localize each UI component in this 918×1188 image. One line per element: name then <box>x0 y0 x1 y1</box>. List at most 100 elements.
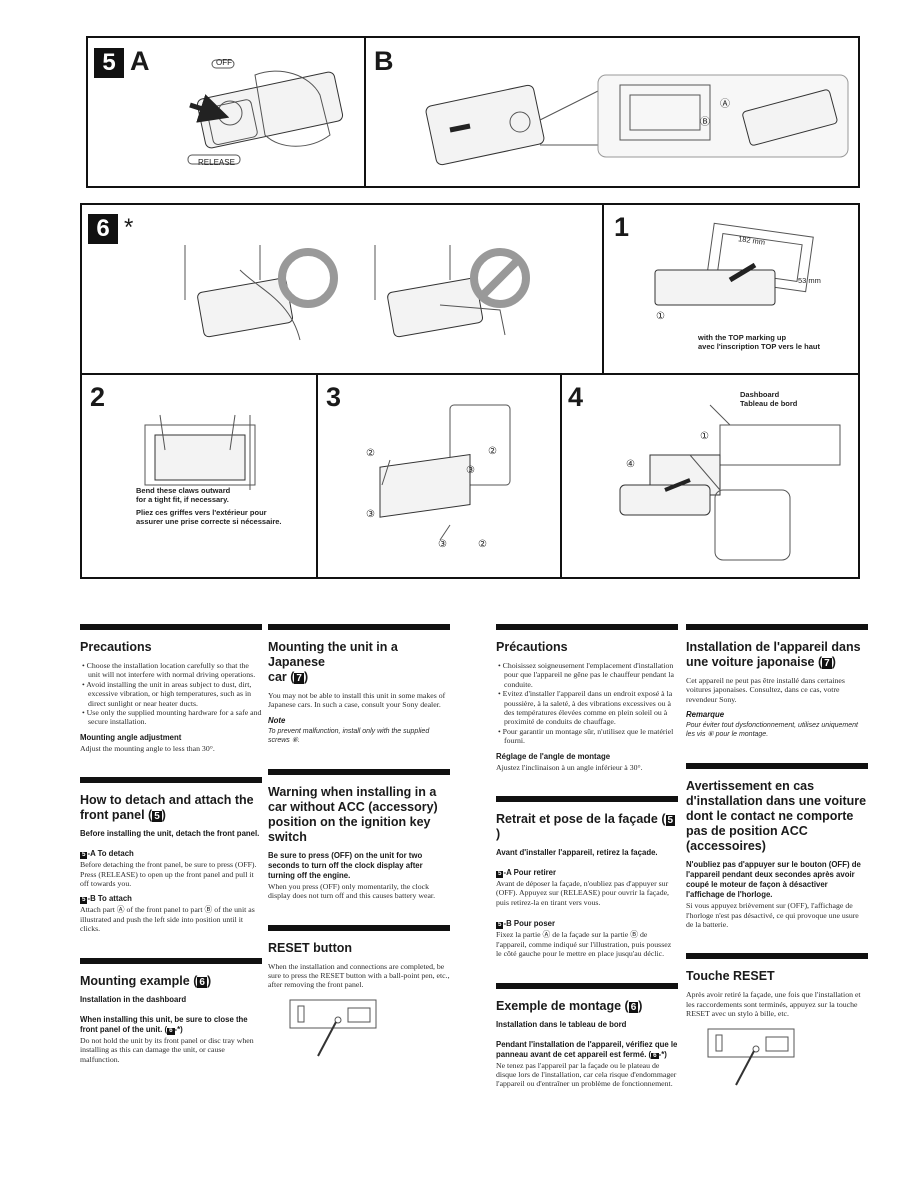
figure-6-vdivider-top <box>602 203 604 373</box>
mount-warning: When installing this unit, be sure to cl… <box>80 1014 248 1035</box>
step-3-marker-2b: ② <box>488 446 497 457</box>
step-3-marker-2c: ② <box>478 539 487 550</box>
step-2-label: 2 <box>90 382 106 412</box>
off-label-a: OFF <box>216 58 232 67</box>
claws-en-2: for a tight fit, if necessary. <box>136 495 229 504</box>
step-4-illustration <box>619 404 841 561</box>
section-bar <box>496 796 678 803</box>
claws-en-1: Bend these claws outward <box>136 486 231 495</box>
dim-53-label: 53 mm <box>798 276 821 285</box>
pose-b-title: 5-B Pour poser <box>496 919 556 930</box>
angle-text: Adjust the mounting angle to less than 3… <box>80 743 215 753</box>
jp-text: You may not be able to install this unit… <box>268 691 446 710</box>
claws-fr-1: Pliez ces griffes vers l'extérieur pour <box>136 508 267 517</box>
part-b-marker: Ⓑ <box>700 117 710 128</box>
acc-fr-title: Avertissement en cas d'installation dans… <box>686 779 867 854</box>
section-bar <box>686 953 868 960</box>
remarque-text: Pour éviter tout dysfonctionnement, util… <box>686 722 858 739</box>
step-4-marker-1: ① <box>700 431 709 442</box>
top-marking-fr: avec l'inscription TOP vers le haut <box>698 342 820 351</box>
exemple-text: Ne tenez pas l'appareil par la façade ou… <box>496 1060 677 1089</box>
step-3-marker-3c: ③ <box>438 539 447 550</box>
mount-sub: Installation in the dashboard <box>80 994 187 1004</box>
retrait-a-title: 5-A Pour retirer <box>496 868 557 878</box>
step-4-marker-4: ④ <box>626 459 635 470</box>
prec-fr-title: Précautions <box>496 640 568 654</box>
exemple-warning: Pendant l'installation de l'appareil, vé… <box>496 1039 678 1060</box>
section-bar <box>80 957 262 964</box>
section-bar <box>268 624 450 630</box>
mount-text: Do not hold the unit by its front panel … <box>80 1035 254 1064</box>
acc-fr-text: Si vous appuyez brièvement sur (OFF), l'… <box>686 901 859 930</box>
step-1-marker: ① <box>656 311 665 322</box>
precautions-title: Precautions <box>80 640 152 654</box>
dashboard-fr: Tableau de bord <box>740 399 798 408</box>
note-title: Note <box>268 715 286 725</box>
correct-insert-illustration <box>184 245 338 341</box>
dashboard-en: Dashboard <box>740 390 780 399</box>
step-3-illustration <box>379 404 511 541</box>
angle-fr-title: Réglage de l'angle de montage <box>496 751 611 761</box>
section-bar <box>80 624 262 630</box>
column-3: Précautions • Choisissez soigneusement l… <box>496 624 678 1089</box>
step-1-label: 1 <box>614 212 630 242</box>
exemple-title: Exemple de montage (6) <box>496 998 643 1013</box>
detach-a-title: 5-A To detach <box>80 849 134 860</box>
figure-6-panel <box>80 203 860 579</box>
reset-illustration <box>289 999 377 1057</box>
attach-illustration <box>425 74 849 166</box>
claws-fr-2: assurer une prise correcte si nécessaire… <box>136 517 282 526</box>
figure-5-badge: 5 <box>94 48 124 78</box>
detach-illustration <box>187 59 344 165</box>
section-bar <box>496 982 678 989</box>
section-bar <box>686 624 868 630</box>
step-1-illustration <box>654 222 814 306</box>
precaution-item: • Use only the supplied mounting hardwar… <box>82 708 262 727</box>
part-a-marker: Ⓐ <box>720 99 730 110</box>
retrait-a-text: Avant de déposer la façade, n'oubliez pa… <box>496 879 670 907</box>
incorrect-insert-illustration <box>374 245 530 338</box>
acc-title: Warning when installing in a car without… <box>268 784 438 844</box>
precaution-item: • Evitez d'installer l'appareil dans un … <box>498 689 673 727</box>
precaution-item: • Avoid installing the unit in areas sub… <box>82 679 252 708</box>
acc-text: When you press (OFF) only momentarily, t… <box>268 881 436 901</box>
acc-fr-sub: N'oubliez pas d'appuyer sur le bouton (O… <box>686 860 861 900</box>
figure-5-panel <box>86 36 860 188</box>
figure-5-label-b: B <box>374 46 394 76</box>
step-3-marker-3b: ③ <box>466 465 475 476</box>
top-marking-en: with the TOP marking up <box>698 333 787 342</box>
section-bar <box>496 624 678 630</box>
section-bar <box>686 763 868 770</box>
detach-a-text: Before detaching the front panel, be sur… <box>80 860 257 889</box>
note-text: To prevent malfunction, install only wit… <box>268 727 430 744</box>
column-1: Precautions • Choose the installation lo… <box>80 624 262 1064</box>
step-2-illustration <box>144 414 256 490</box>
reset-title: RESET button <box>268 940 353 955</box>
reset-fr-title: Touche RESET <box>686 969 775 984</box>
figure-5-label-a: A <box>130 46 150 76</box>
section-bar <box>80 777 262 784</box>
release-label-a: RELEASE <box>198 158 235 167</box>
attach-b-title: 5-B To attach <box>80 894 132 905</box>
section-bar <box>268 924 450 931</box>
step-4-label: 4 <box>568 382 584 412</box>
figure-6-vdivider-2 <box>560 373 562 579</box>
figure-6-hdivider <box>80 373 860 375</box>
reset-fr-illustration <box>707 1028 795 1086</box>
precaution-item: • Choose the installation location caref… <box>82 661 256 680</box>
retrait-title: Retrait et pose de la façade (5) <box>496 812 676 842</box>
section-bar <box>268 768 450 775</box>
precaution-item: • Pour garantir un montage sûr, n'utilis… <box>498 726 674 746</box>
pose-b-text: Fixez la partie Ⓐ de la façade sur la pa… <box>496 930 672 959</box>
detach-intro: Before installing the unit, detach the f… <box>80 829 260 839</box>
angle-title: Mounting angle adjustment <box>80 732 182 742</box>
acc-sub: Be sure to press (OFF) on the unit for t… <box>268 850 423 880</box>
reset-fr-text: Après avoir retiré la façade, une fois q… <box>686 990 861 1019</box>
reset-text: When the installation and connections ar… <box>268 961 450 990</box>
attach-b-text: Attach part Ⓐ of the front panel to part… <box>80 905 255 934</box>
jp-fr-text: Cet appareil ne peut pas être installé d… <box>686 676 845 704</box>
step-3-marker-3a: ③ <box>366 509 375 520</box>
